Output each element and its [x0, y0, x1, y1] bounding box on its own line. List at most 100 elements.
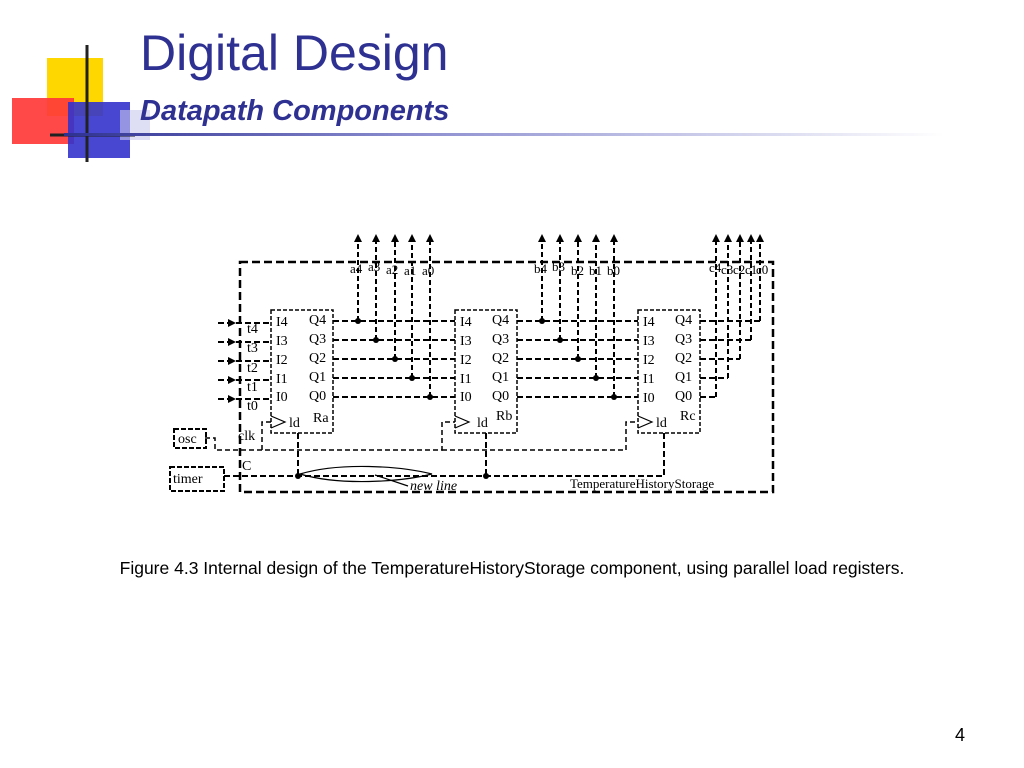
b-output-taps: [541, 240, 615, 397]
input-bus-wires: [218, 322, 271, 400]
register-box-rc: [637, 309, 701, 434]
output-label-a4: a4: [350, 261, 363, 276]
logo-graphic: [12, 45, 150, 162]
input-label-t2: t2: [247, 361, 258, 376]
junction-dots: [295, 318, 617, 479]
output-label-c4: c4: [709, 260, 722, 275]
rc-output-q0: Q0: [675, 389, 692, 404]
output-label-c0: c0: [756, 262, 768, 277]
output-labels-a: a4 a3 a2 a1 a0: [350, 259, 434, 278]
output-label-c3: c3: [721, 262, 733, 277]
c-output-taps: [715, 240, 761, 397]
ra-output-q4: Q4: [309, 313, 326, 328]
slide-number: 4: [955, 725, 966, 745]
register-ra-labels: I4 I3 I2 I1 I0 Q4 Q3 Q2 Q1 Q0 ld Ra: [276, 313, 329, 431]
output-label-a3: a3: [368, 259, 380, 274]
output-label-a0: a0: [422, 263, 434, 278]
rb-output-q0: Q0: [492, 389, 509, 404]
load-wires: [224, 433, 665, 477]
output-label-b3: b3: [552, 259, 565, 274]
output-labels-b: b4 b3 b2 b1 b0: [534, 259, 620, 278]
ra-input-i1: I1: [276, 372, 288, 387]
temperature-history-storage-schematic: I4 I3 I2 I1 I0 Q4 Q3 Q2 Q1 Q0 ld Ra I4 I…: [169, 234, 775, 494]
new-line-callout: [297, 465, 433, 483]
slide-subtitle: Datapath Components: [140, 95, 450, 127]
rc-input-i2: I2: [643, 353, 655, 368]
output-label-c1: c1: [745, 262, 757, 277]
slide-title: Digital Design: [140, 25, 449, 81]
rb-name: Rb: [496, 409, 512, 424]
input-arrowheads: [228, 319, 236, 403]
register-rc-labels: I4 I3 I2 I1 I0 Q4 Q3 Q2 Q1 Q0 ld Rc: [643, 313, 696, 431]
rb-input-i2: I2: [460, 353, 472, 368]
output-label-b4: b4: [534, 261, 548, 276]
rb-load-label: ld: [477, 416, 488, 431]
ra-to-rb-wires: [333, 320, 455, 398]
logo-blue-square: [68, 102, 130, 158]
rc-input-i1: I1: [643, 372, 655, 387]
rc-load-label: ld: [656, 416, 667, 431]
clk-label: clk: [238, 429, 255, 444]
osc-label: osc: [178, 432, 197, 447]
output-labels-c: c4 c3 c2 c1 c0: [709, 260, 768, 277]
rc-input-i4: I4: [643, 315, 655, 330]
timer-label: timer: [173, 472, 203, 487]
ra-input-i2: I2: [276, 353, 288, 368]
output-label-b0: b0: [607, 263, 620, 278]
output-label-c2: c2: [733, 262, 745, 277]
output-label-a1: a1: [404, 263, 416, 278]
rc-input-i0: I0: [643, 391, 655, 406]
osc-box: [173, 428, 207, 449]
component-boundary: [238, 260, 775, 494]
ra-load-label: ld: [289, 416, 300, 431]
input-labels: t4 t3 t2 t1 t0: [247, 322, 258, 414]
ra-input-i4: I4: [276, 315, 288, 330]
input-label-t0: t0: [247, 399, 258, 414]
ra-output-q1: Q1: [309, 370, 326, 385]
new-line-label: new line: [410, 479, 457, 494]
rc-output-q4: Q4: [675, 313, 692, 328]
timer-box: [169, 466, 225, 492]
ra-input-i3: I3: [276, 334, 288, 349]
output-label-a2: a2: [386, 262, 398, 277]
rc-output-q2: Q2: [675, 351, 692, 366]
output-label-b2: b2: [571, 263, 584, 278]
ra-input-i0: I0: [276, 390, 288, 405]
output-label-b1: b1: [589, 263, 602, 278]
rb-output-q4: Q4: [492, 313, 509, 328]
logo-red-square: [12, 98, 74, 144]
c-label: C: [242, 459, 251, 474]
rb-output-q3: Q3: [492, 332, 509, 347]
rb-output-q2: Q2: [492, 351, 509, 366]
input-label-t3: t3: [247, 341, 258, 356]
ra-output-q3: Q3: [309, 332, 326, 347]
clock-wires: [205, 421, 638, 451]
clock-triangle-rb: [454, 415, 471, 429]
output-arrowheads: [354, 234, 764, 242]
a-output-taps: [357, 240, 431, 397]
rc-name: Rc: [680, 409, 696, 424]
rc-output-q1: Q1: [675, 370, 692, 385]
input-label-t1: t1: [247, 380, 258, 395]
rb-to-rc-wires: [517, 320, 638, 398]
component-name-label: TemperatureHistoryStorage: [570, 476, 714, 491]
rb-input-i1: I1: [460, 372, 472, 387]
clock-triangle-ra: [270, 415, 287, 429]
rc-input-i3: I3: [643, 334, 655, 349]
rb-input-i0: I0: [460, 390, 472, 405]
new-line-leader: [374, 474, 409, 487]
rb-input-i4: I4: [460, 315, 472, 330]
ra-output-q0: Q0: [309, 389, 326, 404]
ra-output-q2: Q2: [309, 351, 326, 366]
register-rb-labels: I4 I3 I2 I1 I0 Q4 Q3 Q2 Q1 Q0 ld Rb: [460, 313, 512, 431]
ra-name: Ra: [313, 411, 329, 426]
title-underline: [64, 133, 944, 136]
register-box-ra: [270, 309, 334, 434]
figure-caption: Figure 4.3 Internal design of the Temper…: [119, 558, 905, 578]
rb-output-q1: Q1: [492, 370, 509, 385]
rc-output-q3: Q3: [675, 332, 692, 347]
rb-input-i3: I3: [460, 334, 472, 349]
rc-output-wires: [700, 320, 760, 398]
input-label-t4: t4: [247, 322, 258, 337]
clock-triangle-rc: [637, 415, 654, 429]
